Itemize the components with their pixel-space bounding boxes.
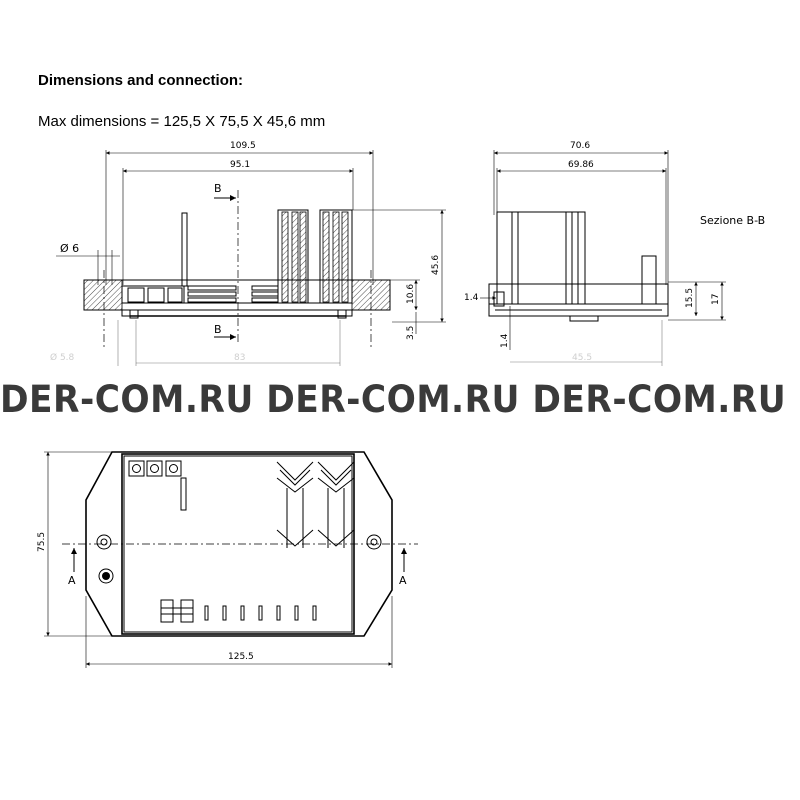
watermark-text: DER-COM.RU DER-COM.RU DER-COM.RU	[0, 378, 787, 421]
top-dim-length: 125.5	[228, 652, 254, 662]
side-dim-bottom: 45.5	[572, 353, 592, 363]
front-dim-width-inner: 95.1	[230, 160, 250, 170]
front-dim-hole-bottom: Ø 5.8	[50, 352, 75, 363]
front-dim-hole-dia: Ø 6	[60, 242, 79, 255]
top-view: A A 75.5 125.5	[37, 451, 418, 668]
side-dim-width-inner: 69.86	[568, 160, 594, 170]
front-view: 109.5 95.1 Ø 6	[50, 141, 446, 366]
front-dim-base-offset: 3.5	[406, 326, 416, 340]
top-section-a-left: A	[68, 574, 76, 587]
front-dim-base-height: 10.6	[406, 284, 416, 304]
side-dim-left-small-2: 1.4	[500, 333, 510, 348]
side-dim-left-small: 1.4	[464, 293, 479, 303]
side-dim-height-17: 17	[711, 294, 721, 305]
top-section-a-right: A	[399, 574, 407, 587]
front-section-b-bottom: B	[214, 323, 222, 336]
top-dim-height: 75.5	[37, 532, 47, 552]
front-dim-hole-spacing: 83	[234, 353, 245, 363]
side-view: 70.6 69.86 Sezione B-B 1.4 1.4 15.5 17	[464, 141, 765, 366]
max-dimensions-text: Max dimensions = 125,5 X 75,5 X 45,6 mm	[38, 113, 326, 130]
heatsink-left	[276, 461, 314, 548]
side-dim-height-155: 15.5	[685, 288, 695, 308]
heatsink-right	[317, 461, 355, 548]
diagram-title: Dimensions and connection:	[38, 72, 244, 89]
side-section-label: Sezione B-B	[700, 214, 765, 227]
front-section-b-top: B	[214, 182, 222, 195]
side-dim-width-outer: 70.6	[570, 141, 590, 151]
front-dim-height-total: 45.6	[431, 255, 441, 275]
front-dim-width-outer: 109.5	[230, 141, 256, 151]
